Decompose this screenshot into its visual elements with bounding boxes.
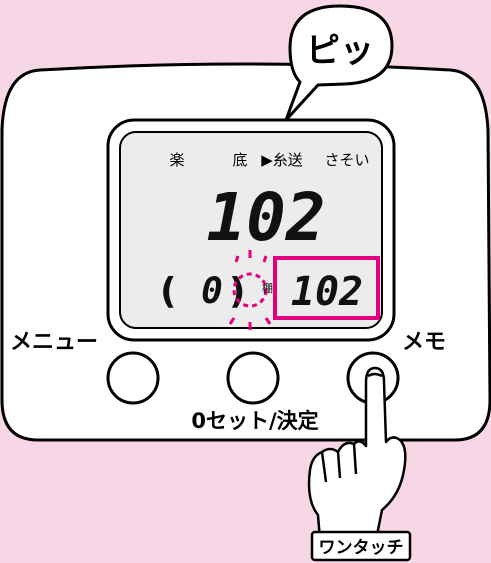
mode-label-raku: 楽 [169, 151, 184, 169]
zero-set-button-label: 0セット/決定 [191, 409, 318, 433]
zero-readout: 0 [201, 271, 223, 312]
left-paren: ( [160, 271, 176, 312]
zero-set-button[interactable] [226, 351, 280, 405]
blink-indicator-icon [228, 250, 272, 330]
depth-readout: 102 [206, 179, 325, 256]
mode-label-itookuri: ▶糸送 [261, 151, 303, 169]
memo-button-label: メモ [402, 330, 446, 355]
speech-bubble: ピッ [284, 4, 394, 122]
memo-highlight-box [273, 256, 380, 320]
memo-readout: 102 [291, 269, 363, 315]
menu-button-label: メニュー [10, 330, 98, 355]
mode-label-soko: 底 [232, 151, 247, 169]
unit-char: 棚 [262, 281, 273, 295]
one-touch-tag: ワンタッチ [310, 530, 412, 562]
mode-label-sasoi: さそい [324, 151, 369, 169]
menu-button[interactable] [106, 351, 160, 405]
right-paren: ) [229, 271, 245, 312]
speech-bubble-text: ピッ [306, 31, 374, 71]
one-touch-tag-label: ワンタッチ [319, 538, 404, 558]
